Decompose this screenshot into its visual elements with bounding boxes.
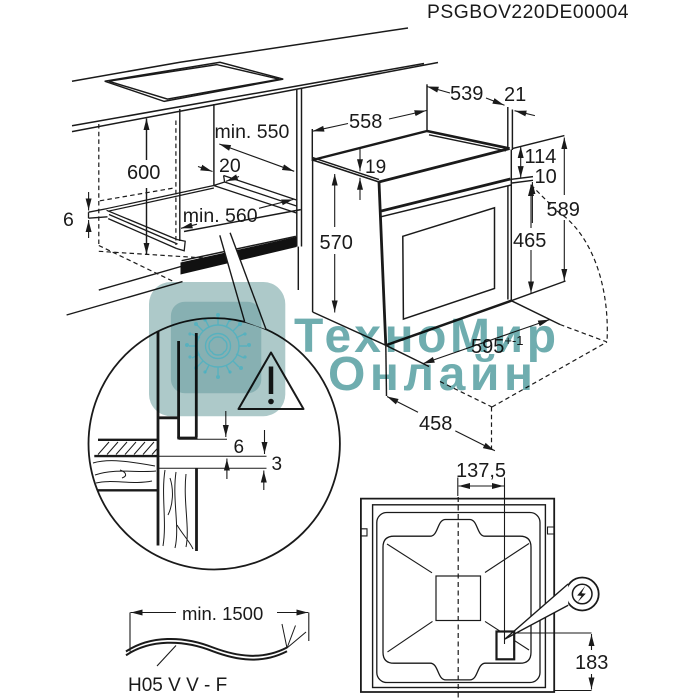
svg-text:min. 550: min. 550 (215, 121, 290, 143)
svg-text:min. 1500: min. 1500 (182, 603, 263, 624)
svg-text:570: 570 (320, 232, 353, 254)
svg-text:465: 465 (513, 230, 546, 252)
svg-text:H05 V V - F: H05 V V - F (128, 675, 227, 696)
svg-text:6: 6 (234, 437, 245, 458)
svg-text:600: 600 (127, 162, 160, 184)
svg-text:19: 19 (365, 157, 386, 178)
svg-text:20: 20 (219, 155, 241, 177)
svg-text:21: 21 (504, 84, 526, 106)
svg-text:3: 3 (272, 454, 283, 475)
svg-text:114: 114 (525, 146, 557, 168)
svg-text:Онлайн: Онлайн (328, 348, 538, 401)
svg-text:558: 558 (349, 111, 382, 133)
svg-text:ТехноМир: ТехноМир (294, 310, 560, 363)
svg-text:539: 539 (450, 83, 483, 105)
svg-text:min. 560: min. 560 (183, 205, 258, 227)
svg-text:589: 589 (547, 199, 580, 221)
svg-text:595+-1: 595+-1 (471, 333, 524, 358)
svg-text:137,5: 137,5 (456, 460, 506, 482)
svg-text:458: 458 (419, 413, 452, 435)
svg-text:PSGBOV220DE00004: PSGBOV220DE00004 (427, 2, 629, 23)
svg-text:6: 6 (63, 209, 74, 231)
svg-text:183: 183 (575, 652, 608, 674)
svg-text:10: 10 (535, 166, 557, 188)
